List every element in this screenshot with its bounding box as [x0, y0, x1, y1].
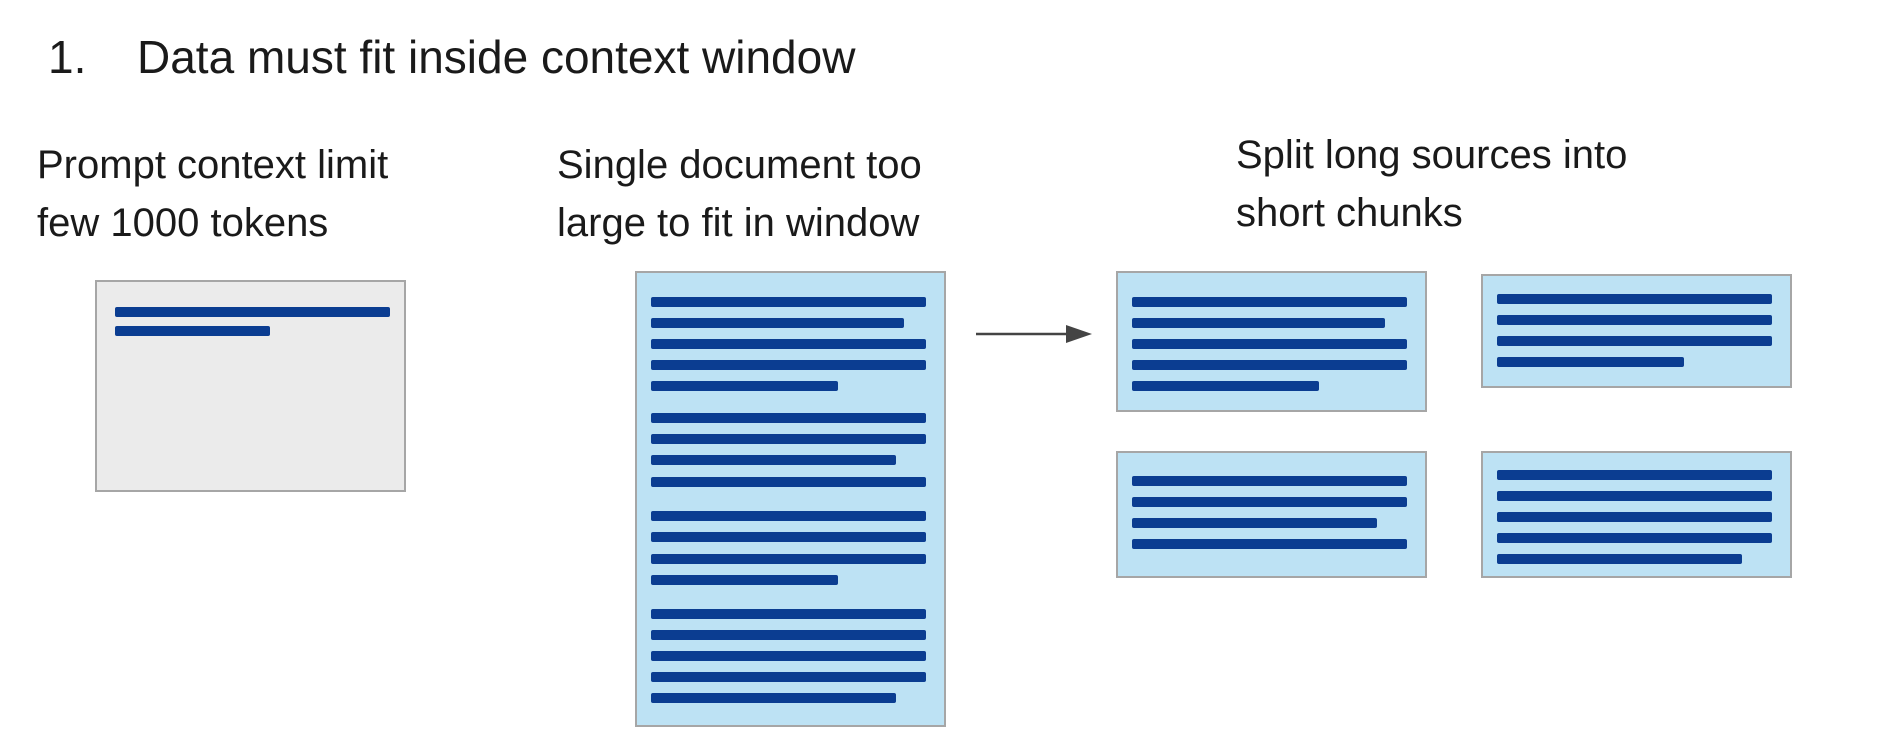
- text-line: [651, 477, 926, 487]
- text-line: [1132, 476, 1407, 486]
- text-line: [115, 307, 390, 317]
- text-line: [651, 413, 926, 423]
- list-number: 1.: [48, 31, 87, 83]
- prompt-context-box: [95, 280, 406, 492]
- split-caption: Split long sources into short chunks: [1236, 126, 1627, 242]
- text-line: [1497, 554, 1742, 564]
- text-line: [651, 651, 926, 661]
- document-chunk: [1481, 451, 1792, 578]
- text-line: [651, 672, 926, 682]
- single-document-caption-line-2: large to fit in window: [557, 201, 920, 245]
- single-document-caption: Single document too large to fit in wind…: [557, 136, 922, 252]
- text-line: [1497, 315, 1772, 325]
- text-line: [651, 630, 926, 640]
- single-document-caption-line-1: Single document too: [557, 143, 922, 187]
- text-line: [1497, 336, 1772, 346]
- text-line: [651, 609, 926, 619]
- text-line: [651, 318, 904, 328]
- text-line: [1497, 512, 1772, 522]
- text-line: [651, 511, 926, 521]
- text-line: [1132, 381, 1319, 391]
- split-caption-line-1: Split long sources into: [1236, 133, 1628, 177]
- text-line: [1132, 539, 1407, 549]
- prompt-caption-line-2: few 1000 tokens: [37, 201, 329, 245]
- text-line: [1497, 357, 1684, 367]
- text-line: [1497, 294, 1772, 304]
- text-line: [651, 339, 926, 349]
- split-caption-line-2: short chunks: [1236, 191, 1463, 235]
- document-chunk: [1116, 271, 1427, 412]
- text-line: [115, 326, 270, 336]
- large-document: [635, 271, 946, 727]
- text-line: [651, 532, 926, 542]
- text-line: [651, 297, 926, 307]
- prompt-caption-line-1: Prompt context limit: [37, 143, 389, 187]
- text-line: [651, 554, 926, 564]
- text-line: [1497, 470, 1772, 480]
- document-chunk: [1481, 274, 1792, 388]
- text-line: [1132, 297, 1407, 307]
- text-line: [651, 575, 838, 585]
- text-line: [651, 455, 896, 465]
- text-line: [651, 693, 896, 703]
- text-line: [1497, 491, 1772, 501]
- text-line: [1132, 360, 1407, 370]
- text-line: [651, 434, 926, 444]
- prompt-caption: Prompt context limit few 1000 tokens: [37, 136, 388, 252]
- text-line: [1132, 497, 1407, 507]
- right-arrow-icon: [976, 325, 1092, 343]
- document-chunk: [1116, 451, 1427, 578]
- text-line: [1497, 533, 1772, 543]
- text-line: [1132, 318, 1385, 328]
- text-line: [1132, 518, 1377, 528]
- slide-heading: Data must fit inside context window: [137, 31, 856, 83]
- text-line: [651, 381, 838, 391]
- text-line: [1132, 339, 1407, 349]
- text-line: [651, 360, 926, 370]
